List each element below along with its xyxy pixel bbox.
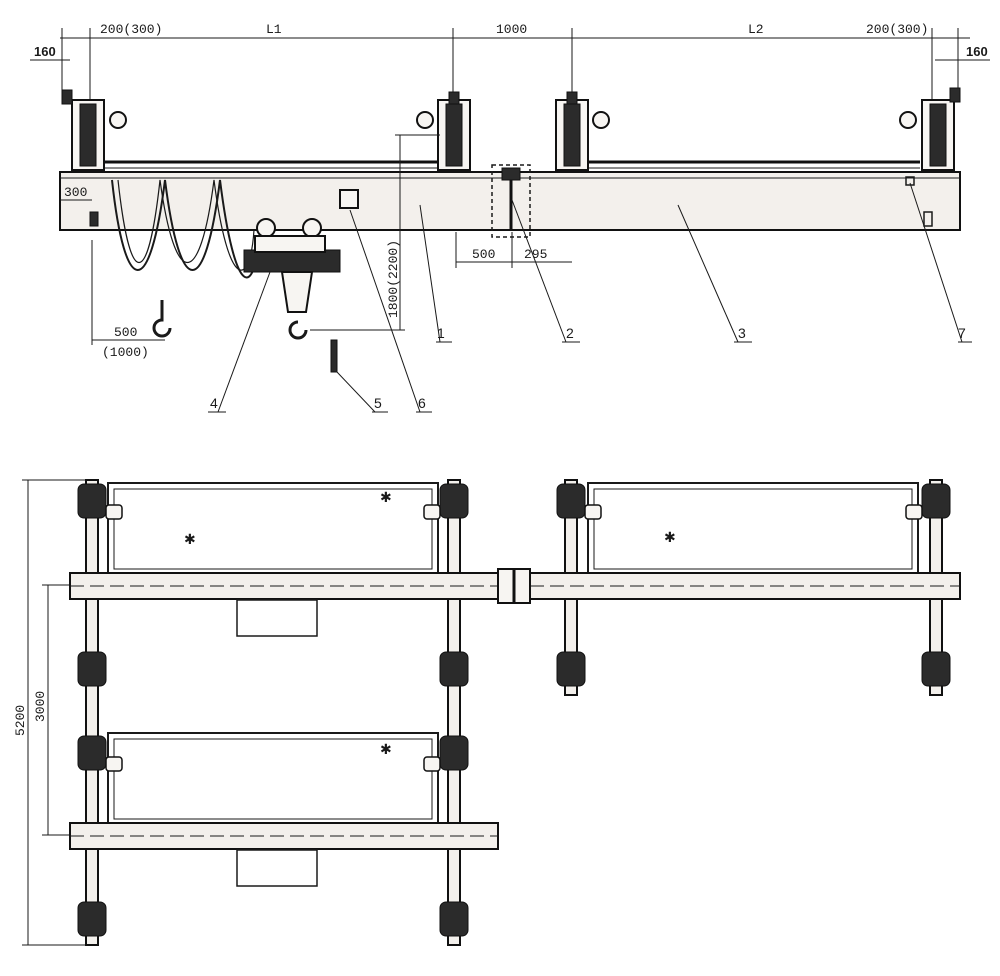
dim-3000: 3000: [33, 691, 48, 722]
runway-rails: [85, 479, 943, 946]
festoon-cable: [111, 179, 261, 279]
callout-2: 2: [566, 325, 574, 341]
dim-300: 300: [64, 185, 87, 200]
pendant-control: [330, 339, 338, 373]
dim-160-left: 160: [34, 44, 56, 59]
dim-500-hook: 500: [114, 325, 137, 340]
dim-295: 295: [524, 247, 547, 262]
mark-star-3: ✱: [664, 529, 676, 545]
dim-L1: L1: [266, 22, 282, 37]
trolley-frame-upper-right: [587, 482, 919, 574]
top-dimension-chain: [30, 28, 990, 110]
end-stop-right: [923, 211, 933, 227]
callout-4: 4: [210, 395, 218, 411]
end-stop-left: [89, 211, 99, 227]
dim-L2: L2: [748, 22, 764, 37]
buffer-7: [905, 176, 915, 186]
dim-200-300-left: 200(300): [100, 22, 162, 37]
dim-200-300-right: 200(300): [866, 22, 928, 37]
dim-5200: 5200: [13, 705, 28, 736]
electric-hoist: [243, 218, 341, 340]
mark-star-4: ✱: [380, 741, 392, 757]
end-carriage-4: [899, 87, 961, 171]
hook-left: [152, 300, 172, 338]
motor-stubs: [105, 504, 923, 772]
plan-view: 5200 3000 ✱ ✱ ✱ ✱: [13, 479, 961, 946]
controller-box: [339, 189, 359, 209]
coupling-joint: [491, 164, 531, 238]
dim-160-right: 160: [966, 44, 988, 59]
hoist-box-upper: [236, 599, 318, 637]
elevation-view: 160 200(300) L1 1000 L2 200(300) 160: [30, 22, 990, 413]
callout-1: 1: [437, 325, 445, 341]
hoist-box-lower: [236, 849, 318, 887]
dim-1000-hook: (1000): [102, 345, 149, 360]
callout-3: 3: [738, 325, 746, 341]
dim-1800-2200: 1800(2200): [386, 240, 401, 318]
mark-star-1: ✱: [380, 489, 392, 505]
dim-500-mid: 500: [472, 247, 495, 262]
end-carriage-3: [555, 91, 610, 171]
end-carriage-2: [416, 91, 471, 171]
callout-6: 6: [418, 395, 426, 411]
callout-5: 5: [374, 395, 382, 411]
end-carriage-1: [61, 89, 127, 171]
mark-star-2: ✱: [184, 531, 196, 547]
wheel-clusters: [77, 483, 951, 937]
callout-7: 7: [958, 325, 966, 341]
dim-1000: 1000: [496, 22, 527, 37]
